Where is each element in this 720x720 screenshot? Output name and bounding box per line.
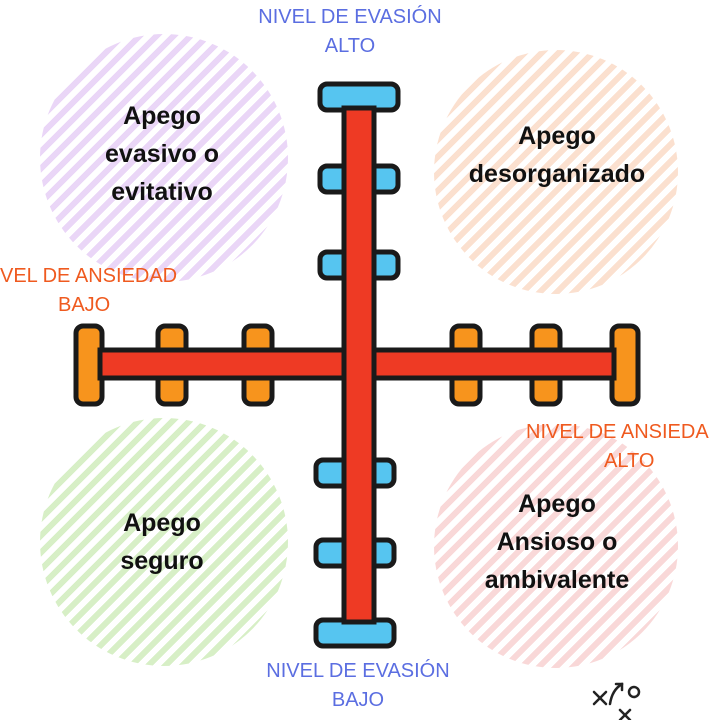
plan-diagram-icon (592, 682, 641, 720)
quadrant-anxious-line-2: Ansioso o (496, 528, 618, 556)
quadrant-anxious: Apego Ansioso o ambivalente (456, 485, 658, 599)
anxiety-high-line-2: ALTO (604, 450, 655, 472)
evasion-high-line-1: NIVEL DE EVASIÓN (258, 6, 442, 28)
anxiety-low-line-1: VEL DE ANSIEDAD (0, 265, 178, 287)
circle-disorganized (434, 50, 678, 294)
quadrant-secure: Apego seguro (62, 504, 262, 580)
quadrant-disorganized-line-1: Apego (518, 122, 596, 150)
quadrant-evasive-line-1: Apego (123, 102, 201, 130)
evasion-high-label: NIVEL DE EVASIÓN ALTO (230, 3, 470, 61)
quadrant-evasive-line-2: evasivo o (105, 140, 219, 168)
quadrant-anxious-line-1: Apego (518, 490, 596, 518)
evasion-low-line-2: BAJO (331, 689, 385, 711)
quadrant-secure-line-1: Apego (123, 509, 201, 537)
quadrant-disorganized: Apego desorganizado (446, 117, 668, 193)
anxiety-low-label: VEL DE ANSIEDAD BAJO (0, 262, 196, 320)
anxiety-low-line-2: BAJO (58, 294, 111, 316)
evasion-low-line-1: NIVEL DE EVASIÓN (266, 660, 450, 682)
anxiety-high-line-1: NIVEL DE ANSIEDA (526, 421, 709, 443)
anxiety-high-label: NIVEL DE ANSIEDA ALTO (526, 418, 720, 476)
evasion-low-label: NIVEL DE EVASIÓN BAJO (238, 657, 478, 715)
quadrant-evasive: Apego evasivo o evitativo (62, 97, 262, 211)
quadrant-secure-line-2: seguro (120, 547, 204, 575)
quadrant-disorganized-line-2: desorganizado (468, 160, 646, 188)
quadrant-anxious-line-3: ambivalente (484, 566, 630, 594)
evasion-high-line-2: ALTO (324, 35, 376, 57)
quadrant-evasive-line-3: evitativo (111, 178, 213, 206)
circle-evasive (40, 34, 288, 282)
circle-anxious (434, 424, 678, 668)
circle-secure (40, 418, 288, 666)
